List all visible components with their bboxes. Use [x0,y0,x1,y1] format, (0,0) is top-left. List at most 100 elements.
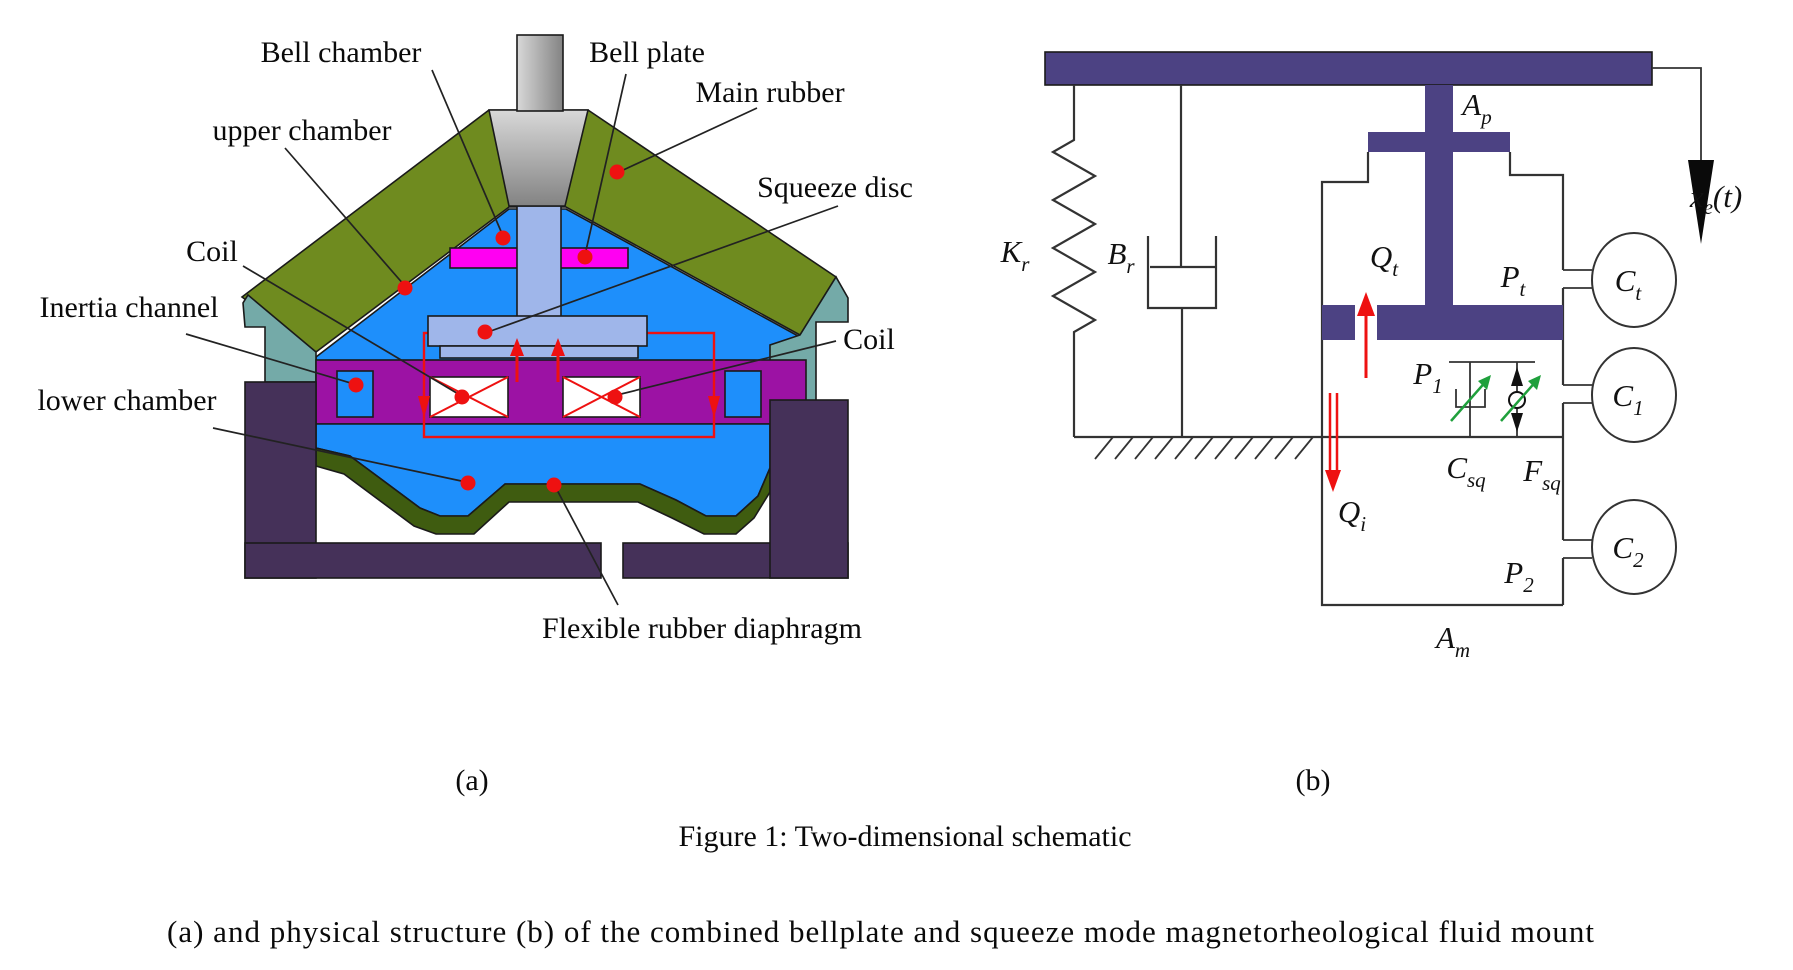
symbol-pt: Pt [1500,259,1527,301]
leader-diaphragm [555,487,619,606]
label-bell-chamber: Bell chamber [261,36,422,69]
dot-bell-plate [577,249,593,265]
label-flexible-diaphragm: Flexible rubber diaphragm [542,612,862,645]
symbol-sub: 2 [1633,548,1644,572]
c1-neck [1563,384,1592,404]
symbol-main: C [1446,450,1467,485]
piston-head-left [1322,305,1355,340]
spring-kr [1050,85,1098,437]
figure-title: Figure 1: Two-dimensional schematic [678,820,1131,853]
symbol-p1: P1 [1412,356,1442,398]
symbol-main: Q [1370,239,1392,274]
symbol-main: C [1615,263,1636,298]
panel-a-tag: (a) [455,764,488,797]
leader-bell-plate [584,73,627,256]
figure-subtitle: (a) and physical structure (b) of the co… [167,914,1595,949]
panel-a-mount-schematic: Bell chamber Bell plate Main rubber uppe… [37,34,913,645]
mount-shaft [516,34,564,112]
symbol-main: P [1412,356,1432,391]
symbol-sub: r [1021,252,1030,276]
label-inertia-channel: Inertia channel [39,291,218,324]
label-squeeze-disc: Squeeze disc [757,171,913,204]
symbol-sub: t [1635,281,1642,305]
symbol-sub: m [1455,638,1470,662]
symbol-sub: 2 [1523,573,1534,597]
symbol-main: x [1689,179,1704,214]
excitation-link-line [1652,67,1702,160]
symbol-sub: t [1392,257,1399,281]
shell-left [242,293,317,383]
label-coil-left: Coil [186,235,238,268]
compliance-elements [1563,232,1677,595]
symbol-c2: C2 [1612,530,1644,572]
squeeze-disc-lower-plate [439,345,639,359]
dot-coil-right [607,389,623,405]
label-lower-chamber: lower chamber [37,384,216,417]
symbol-ap: Ap [1460,87,1491,129]
symbol-br: Br [1107,236,1135,278]
symbol-kr: Kr [1000,234,1031,276]
dot-inertia-channel [348,377,364,393]
symbol-sub: 1 [1432,374,1443,398]
csq-variable-arrowhead [1478,375,1491,390]
rigid-top-bar [1044,51,1653,86]
symbol-main: K [1000,234,1024,269]
flow-down-arrowhead [418,396,430,418]
symbol-main: C [1612,530,1633,565]
leader-squeeze-disc [487,205,839,333]
piston-head-right [1377,305,1563,340]
fsq-orifice-circle [1508,391,1526,409]
dot-coil-left [454,389,470,405]
panel-b-physical-model: Kr Br Ap xe(t) Qt Pt Ct C1 C2 P1 Csq Fsq… [1000,51,1742,662]
leader-bell-chamber [431,69,504,237]
symbol-main: P [1500,259,1520,294]
fsq-variable-arrow-line [1500,378,1539,422]
label-main-rubber: Main rubber [695,76,844,109]
leader-lines [185,69,839,606]
symbol-main: A [1434,620,1456,655]
excitation-arrow [1688,160,1714,244]
c2-neck [1563,539,1592,559]
symbol-rest: (t) [1713,179,1742,214]
symbol-sub: sq [1467,468,1486,492]
symbol-main: P [1503,555,1523,590]
ground-hatching [1094,436,1314,460]
coil-x-line [562,376,641,418]
symbol-fsq: Fsq [1522,453,1561,495]
flow-up-arrowhead [551,338,565,356]
symbol-main: F [1522,453,1543,488]
ct-circle [1591,232,1677,328]
panel-b-tag: (b) [1296,764,1331,797]
leader-lower-chamber [212,427,467,483]
fsq-variable-arrowhead [1528,375,1541,390]
dot-main-rubber [609,164,625,180]
symbol-qi: Qi [1338,494,1366,536]
symbol-main: B [1107,236,1126,271]
leader-upper-chamber [284,147,406,287]
leader-inertia-channel [185,333,355,385]
symbol-ct: Ct [1615,263,1643,305]
leader-main-rubber [618,107,758,173]
flow-down-arrowhead [708,396,720,418]
mount-body-left-outline [1320,152,1563,607]
mount-body-right-outline [1508,152,1565,605]
squeeze-disc-plate [427,315,648,347]
leader-coil-right [616,340,837,396]
symbol-c1: C1 [1612,378,1643,420]
symbol-sub: sq [1542,471,1561,495]
qt-arrowhead [1357,292,1375,316]
dot-bell-chamber [495,230,511,246]
symbol-csq: Csq [1446,450,1486,492]
csq-variable-arrow-line [1450,378,1489,422]
csq-cup [1455,389,1486,408]
ct-neck [1563,269,1592,289]
housing-right-pillar [769,399,849,579]
symbol-sub: 1 [1633,396,1644,420]
symbol-p2: P2 [1503,555,1534,597]
label-bell-plate: Bell plate [589,36,705,69]
symbol-am: Am [1434,620,1470,662]
symbol-sub: e [1704,195,1713,219]
fsq-down-arrowhead [1511,413,1523,432]
